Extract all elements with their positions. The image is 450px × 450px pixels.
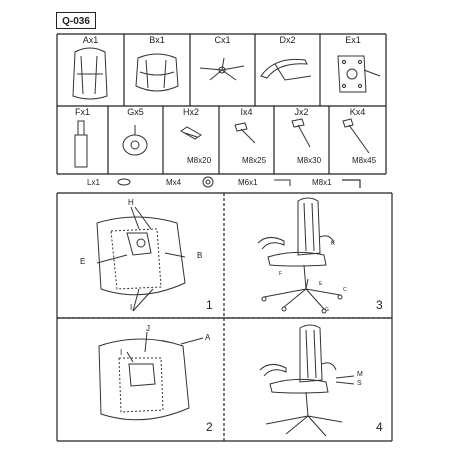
part-j-size: M8x30 <box>297 156 322 165</box>
part-i-label: Ix4 <box>240 107 253 117</box>
step-2-callout-a: A <box>205 333 211 342</box>
part-j-label: Jx2 <box>294 107 309 117</box>
armrest-icon <box>260 58 312 81</box>
caster-icon <box>122 125 148 156</box>
step-4-number: 4 <box>376 420 383 434</box>
part-e-label: Ex1 <box>345 35 361 45</box>
part-h-size: M8x20 <box>187 156 212 165</box>
hardware-m8-label: M8x1 <box>312 178 332 187</box>
nut-icon <box>202 176 214 188</box>
part-d-label: Dx2 <box>279 35 296 45</box>
step-3-callout-f: F <box>279 271 283 277</box>
step-4-callout-m: M <box>357 371 363 378</box>
bolt-short-icon <box>180 126 202 140</box>
bolt-long-icon <box>291 118 311 148</box>
hex-key-small-icon <box>274 179 291 186</box>
part-k-label: Kx4 <box>349 107 366 117</box>
gas-lift-icon <box>74 120 88 168</box>
bolt-medium-icon <box>234 122 256 144</box>
model-code-box: Q-036 <box>56 12 96 29</box>
part-h-label: Hx2 <box>182 107 199 117</box>
seat-icon <box>135 53 179 92</box>
step-1-callout-b: B <box>197 251 203 260</box>
washer-icon <box>117 178 131 186</box>
star-base-icon <box>199 57 245 81</box>
step-3-number: 3 <box>376 298 383 312</box>
step-3-callout-e: E <box>319 281 323 287</box>
step-3-diagram <box>257 197 343 314</box>
bolt-xlong-icon <box>342 118 370 154</box>
step-2-callout-j: J <box>146 324 150 333</box>
part-i-size: M8x25 <box>242 156 267 165</box>
step-4-diagram <box>259 324 355 437</box>
step-1-callout-e: E <box>80 257 86 266</box>
step-1-diagram <box>96 206 186 312</box>
step-3-callout-g: G <box>325 307 329 313</box>
part-k-size: M8x45 <box>352 156 377 165</box>
mechanism-icon <box>337 55 381 93</box>
part-g-label: Gx5 <box>127 107 144 117</box>
step-1-callout-i: I <box>130 303 133 312</box>
step-2-diagram <box>98 331 204 421</box>
part-c-label: Cx1 <box>214 35 231 45</box>
step-2-callout-i: I <box>120 348 123 357</box>
step-3-callout-k: K <box>331 241 336 247</box>
part-b-label: Bx1 <box>149 35 165 45</box>
hex-key-large-icon <box>342 179 361 188</box>
step-4-callout-s: S <box>357 380 362 387</box>
step-1-number: 1 <box>206 298 213 312</box>
hardware-m6-label: M6x1 <box>238 178 258 187</box>
step-1-callout-h: H <box>128 198 134 207</box>
hardware-m-label: Mx4 <box>166 178 182 187</box>
part-f-label: Fx1 <box>74 107 90 117</box>
hardware-l-label: Lx1 <box>87 178 100 187</box>
backrest-icon <box>72 47 108 100</box>
part-a-label: Ax1 <box>82 35 99 45</box>
step-3-callout-c: C <box>343 287 347 293</box>
step-2-number: 2 <box>206 420 213 434</box>
